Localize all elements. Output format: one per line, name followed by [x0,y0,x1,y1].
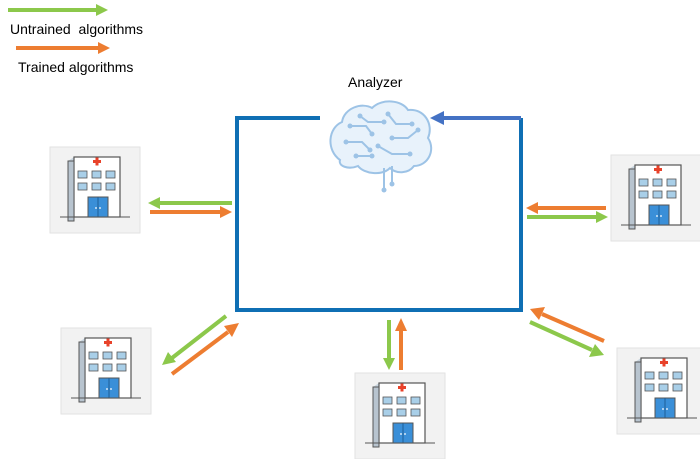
analyzer-label: Analyzer [348,74,403,90]
hospital-icon [354,372,446,459]
hospital-icon [60,327,152,415]
trained-arrow-left-bottom [170,323,239,376]
brain-circuit-icon [329,100,433,193]
untrained-arrow-left-top [148,197,232,209]
untrained-arrow-bottom [383,320,395,370]
untrained-arrow-right-top [527,211,608,223]
legend-trained-arrow [16,42,110,54]
trained-arrow-bottom [395,318,407,370]
legend-trained-label: Trained algorithms [18,59,134,75]
trained-arrow-right-bottom [530,307,605,343]
trained-arrow-left-top [150,206,232,218]
analyzer-box [235,116,523,312]
untrained-arrow-right-bottom [529,320,604,357]
hospital-icon [610,154,700,242]
legend-untrained-label: Untrained algorithms [10,21,144,37]
hospital-icon [49,146,141,234]
untrained-arrow-left-bottom [162,314,228,365]
legend-untrained-arrow [8,4,108,16]
analyzer-return-arrow [430,111,521,125]
hospital-icon [616,347,700,435]
trained-arrow-right-top [526,202,606,214]
